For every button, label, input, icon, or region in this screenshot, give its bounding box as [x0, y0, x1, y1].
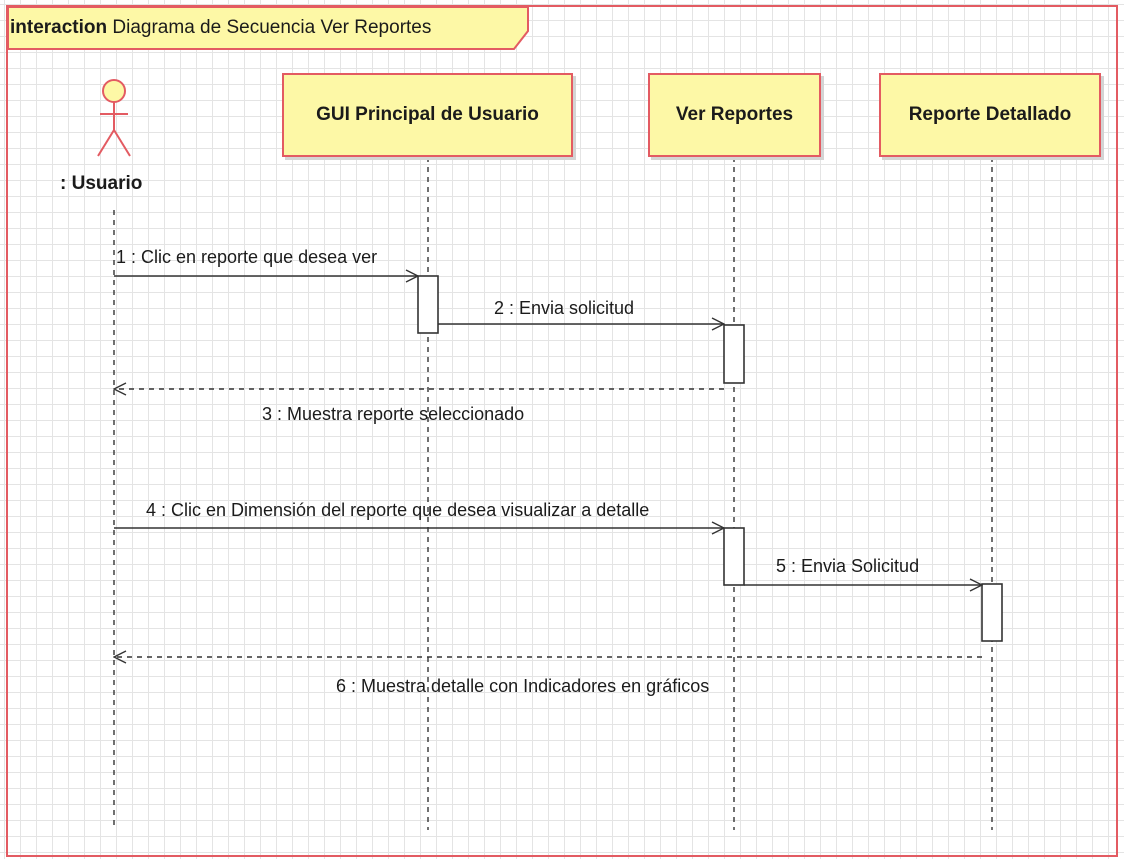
activation-ver-reportes-2 — [723, 527, 745, 586]
frame-title: interaction Diagrama de Secuencia Ver Re… — [10, 17, 431, 39]
lifeline-head-ver-reportes: Ver Reportes — [648, 73, 821, 157]
lifeline-head-reporte-detallado: Reporte Detallado — [879, 73, 1101, 157]
actor-label: : Usuario — [60, 173, 143, 194]
lifeline-label-reporte-detallado: Reporte Detallado — [908, 104, 1072, 125]
lifeline-head-gui: GUI Principal de Usuario — [282, 73, 573, 157]
frame-keyword: interaction — [10, 17, 108, 38]
message-label-4: 4 : Clic en Dimensión del reporte que de… — [146, 500, 650, 520]
activation-reporte-detallado — [981, 583, 1003, 642]
lifeline-label-gui: GUI Principal de Usuario — [316, 104, 539, 125]
message-label-6: 6 : Muestra detalle con Indicadores en g… — [336, 676, 710, 696]
activation-ver-reportes-1 — [723, 324, 745, 384]
message-label-1: 1 : Clic en reporte que desea ver — [116, 247, 378, 267]
message-label-2: 2 : Envia solicitud — [494, 298, 635, 318]
frame-name: Diagrama de Secuencia Ver Reportes — [112, 17, 432, 38]
message-label-3: 3 : Muestra reporte seleccionado — [262, 404, 525, 424]
interaction-frame — [6, 5, 1118, 857]
actor-icon — [97, 79, 131, 157]
frame-title-tab — [7, 6, 529, 50]
activation-gui — [417, 275, 439, 334]
message-label-5: 5 : Envia Solicitud — [776, 556, 920, 576]
lifeline-label-ver-reportes: Ver Reportes — [675, 104, 794, 125]
